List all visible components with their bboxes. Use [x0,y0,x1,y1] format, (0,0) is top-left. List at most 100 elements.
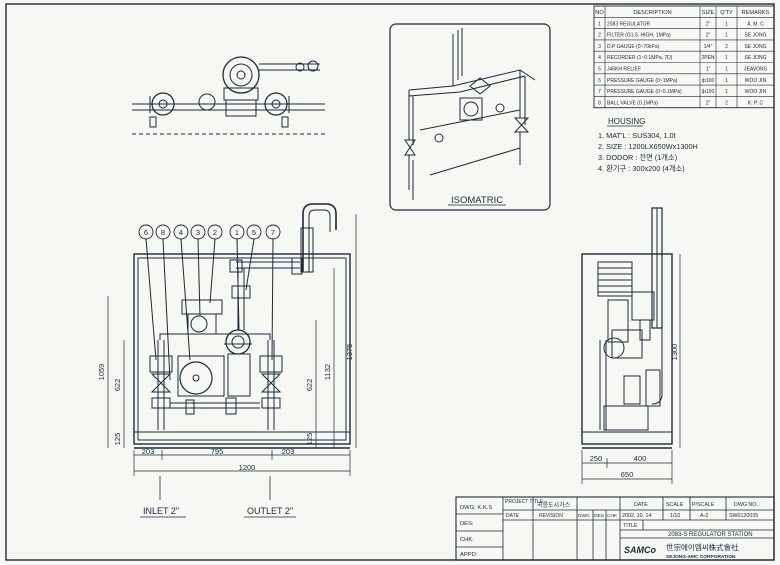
tb-project-title-label: PROJECT TITLE [505,499,544,505]
dim-right-h1: 1132 [323,364,332,380]
bom-header-1: DESCRIPTION [633,10,671,16]
side-dim-b: 400 [634,454,647,463]
dim-right-h2: 622 [305,379,314,392]
dim-overall: 1375 [345,344,354,361]
tb-scale-label: SCALE [666,502,684,508]
bom-cell-2-1: D.P GAUGE (0~70kPa) [607,44,660,50]
tb-date-label: DATE [634,502,648,508]
bom-cell-6-3: 1 [725,89,728,95]
balloon-label-6: 6 [144,228,148,237]
bom-header-0: NO [595,10,604,16]
bom-cell-0-3: 1 [725,21,728,27]
bom-cell-2-2: 1/4" [704,44,713,50]
tb-col-des: DES [594,513,604,519]
side-dim-a: 250 [590,454,603,463]
isometric-label: ISOMATRIC [451,195,503,206]
bom-cell-2-0: 3 [598,44,601,50]
tb-chk: CHK: [460,537,474,543]
dim-right: 203 [282,447,295,456]
bom-cell-7-3: 2 [725,100,728,106]
side-dim-width: 650 [621,470,634,479]
bom-cell-7-4: K. P. C [748,100,764,106]
tb-revision: REVISION [539,513,563,519]
side-dim-height: 1300 [670,344,679,361]
bom-cell-5-3: 1 [725,78,728,84]
bom-cell-0-0: 1 [598,21,601,27]
tb-rev-date: DATE [506,513,520,519]
bom-cell-7-2: 2" [706,100,711,106]
balloon-label-8: 8 [161,228,165,237]
tb-project-title: 곡릉도시가스 [537,501,571,509]
tb-appd: APPD: [460,552,478,558]
isometric-view: ISOMATRIC [389,23,551,211]
bom-header-3: Q'TY [720,10,733,16]
tb-company-en: SEJONG-AMC CORPORATION [666,554,736,560]
tb-col-chk: CHK [607,513,618,519]
dim-total-width: 1200 [239,463,256,472]
title-block [455,496,775,561]
housing-line-2: 2. SIZE : 1200LX650Wx1300H [598,142,698,151]
tb-title: 2083-S REGULATOR STATION [668,532,753,538]
balloon-label-2: 2 [213,228,217,237]
tb-dwg: DWG: K.K.S [460,505,492,511]
bom-cell-2-3: 2 [725,44,728,50]
bom-cell-1-3: 1 [725,33,728,39]
side-view-dimensions [581,254,681,484]
balloon-label-7: 7 [271,228,275,237]
inlet-outlet-labels: INLET 2" OUTLET 2" [140,476,296,518]
dim-height-total: 1059 [97,364,106,381]
bom-cell-0-2: 2" [706,21,711,27]
bom-cell-2-4: SE JONG [745,44,767,50]
front-view-drawing [133,203,351,449]
bom-cell-6-1: PRESSURE GAUGE (0~0.1MPa) [607,89,682,95]
balloon-label-1: 1 [235,228,239,237]
balloon-6 [138,224,154,240]
balloon-5 [246,224,262,240]
dim-mid: 795 [211,447,224,456]
balloon-4 [173,224,189,240]
top-view-drawing [132,56,325,135]
bom-cell-3-0: 4 [598,55,601,61]
balloon-3 [190,224,206,240]
tb-col-dwg: DWG [578,513,590,519]
balloon-8 [155,224,171,240]
bom-cell-3-4: SE JONG [745,55,767,61]
balloon-label-5: 5 [252,228,256,237]
bom-cell-1-1: FILTER (G1.5, HIGH, 1MPa) [607,33,671,39]
bom-cell-0-4: A. M. C [747,21,764,27]
housing-line-4: 4. 환기구 : 300x200 (4개소) [598,164,685,173]
tb-dwgno-label: DWG NO. [734,502,758,508]
tb-pscale-label: P/SCALE [692,502,715,508]
bom-cell-6-4: WOO JIN [745,89,767,95]
bom-cell-4-4: JEAVONS [744,67,768,73]
bom-cell-3-1: RECORDER (1~0.1MPa, 7D) [607,55,673,61]
bom-cell-1-2: 2" [706,33,711,39]
bom-cell-7-0: 8 [598,100,601,106]
tb-pscale: A-2 [700,513,708,519]
tb-scale: 1/10 [670,513,680,519]
bom-cell-4-1: J46KH RELIEF [607,67,641,73]
housing-line-1: 1. MAT'L : SUS304, 1.0t [598,131,676,140]
bom-cell-1-0: 2 [598,33,601,39]
bom-header-2: SIZE [702,10,715,16]
side-view-dim-labels: 1300 250 400 650 [590,344,679,479]
housing-notes: HOUSING 1. MAT'L : SUS304, 1.0t 2. SIZE … [598,117,698,173]
tb-title-label: TITLE [623,523,638,529]
bom-cell-0-1: 2083 REGULATOR [607,21,651,27]
bom-cell-6-0: 7 [598,89,601,95]
dim-height-mid: 622 [113,379,122,392]
bom-cell-5-4: WOO JIN [745,78,767,84]
dim-height-base: 125 [113,433,122,446]
bom-cell-4-0: 5 [598,67,601,73]
bom-cell-3-3: 1 [725,55,728,61]
bom-cell-4-3: 1 [725,67,728,73]
tb-dwgno: SW0120035 [729,513,758,519]
balloon-label-3: 3 [196,228,200,237]
bom-cell-3-2: 2PEN [701,55,714,61]
tb-des: DES: [460,521,474,527]
bom-cell-7-1: BALL VALVE (0.1MPa) [607,100,658,106]
housing-line-3: 3. DODOR : 전면 (1개소) [598,153,677,162]
